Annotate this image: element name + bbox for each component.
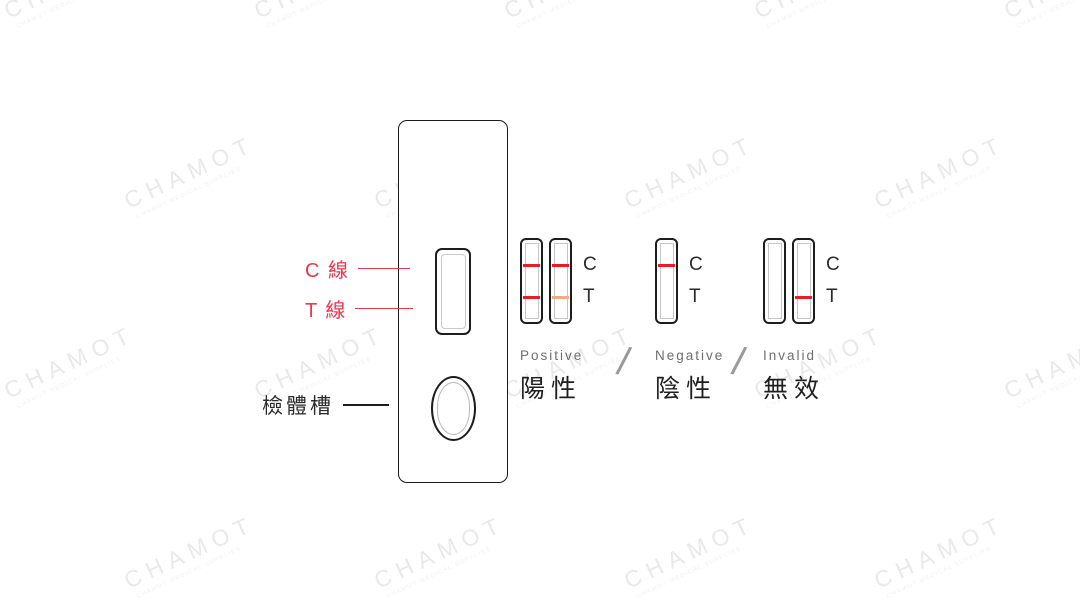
callout-sample-well: 檢體槽 [262, 390, 389, 420]
test-strip [763, 238, 786, 324]
result-separator-1: / [613, 339, 634, 385]
callout-sample-well-label: 檢體槽 [262, 395, 334, 418]
callout-t-line: T 線 [305, 294, 413, 323]
callout-c-line-leader [357, 268, 410, 269]
test-cassette [398, 120, 508, 483]
test-line-label: T [583, 286, 595, 307]
test-strip [655, 238, 678, 324]
c-line-band-strong [523, 264, 540, 268]
callout-sample-well-leader [343, 404, 389, 406]
callout-c-line-label: C 線 [305, 260, 350, 282]
t-line-band-faint [552, 296, 569, 300]
test-strip-inner [796, 243, 811, 319]
result-label-zh-negative: 陰性 [655, 375, 718, 403]
test-strip [549, 238, 572, 324]
test-strip [520, 238, 543, 324]
c-line-band-strong [658, 264, 675, 268]
control-line-label: C [583, 254, 597, 275]
result-window-inner [440, 254, 466, 329]
sample-well-inner [437, 382, 470, 435]
result-label-en-positive: Positive [520, 348, 584, 363]
result-label-zh-positive: 陽性 [520, 375, 583, 403]
result-label-en-invalid: Invalid [763, 348, 817, 363]
callout-t-line-leader [354, 308, 413, 309]
test-strip-inner [767, 243, 782, 319]
control-line-label: C [826, 254, 840, 275]
result-label-zh-invalid: 無效 [763, 375, 826, 403]
test-line-label: T [826, 286, 838, 307]
t-line-band-strong [795, 296, 812, 300]
result-label-en-negative: Negative [655, 348, 725, 363]
callout-t-line-label: T 線 [305, 300, 347, 322]
test-strip [792, 238, 815, 324]
c-line-band-strong [552, 264, 569, 268]
t-line-band-strong [523, 296, 540, 300]
test-strip-inner [524, 243, 539, 319]
callout-c-line: C 線 [305, 254, 410, 283]
test-strip-inner [659, 243, 674, 319]
result-separator-2: / [728, 339, 749, 385]
result-window [435, 248, 471, 335]
control-line-label: C [689, 254, 703, 275]
test-line-label: T [689, 286, 701, 307]
sample-well [431, 376, 476, 441]
test-strip-inner [553, 243, 568, 319]
